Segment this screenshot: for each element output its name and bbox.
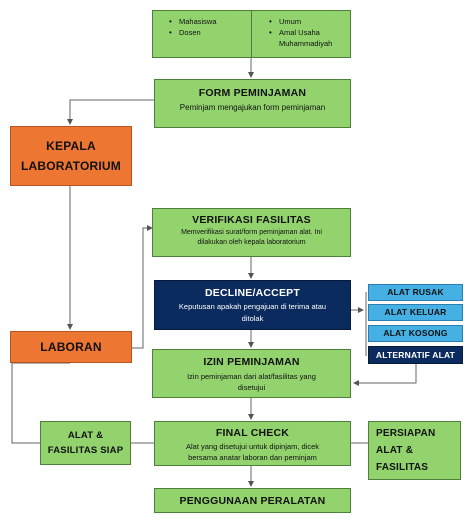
verifikasi-title: VERIFIKASI FASILITAS <box>192 214 311 226</box>
final-check-box: FINAL CHECK Alat yang disetujui untuk di… <box>154 421 351 466</box>
final-check-desc: Alat yang disetujui untuk dipinjam, dice… <box>186 442 319 462</box>
izin-box: IZIN PEMINJAMAN Izin peminjaman dari ala… <box>152 349 351 398</box>
status-alat-kosong: ALAT KOSONG <box>368 325 463 342</box>
laboran-title: LABORAN <box>40 340 102 354</box>
edge-form-to-kepala <box>67 99 154 125</box>
user-item: Dosen <box>169 27 259 38</box>
alat-siap-box: ALAT & FASILITAS SIAP <box>40 421 131 465</box>
persiapan-title: PERSIAPAN ALAT & FASILITAS <box>376 428 436 473</box>
decision-box: DECLINE/ACCEPT Keputusan apakah pengajua… <box>154 280 351 330</box>
form-title: FORM PEMINJAMAN <box>198 87 307 99</box>
izin-title: IZIN PEMINJAMAN <box>203 356 300 368</box>
user-item: Umum <box>269 16 363 27</box>
edge-alternatif-to-izin <box>353 364 417 386</box>
final-check-title: FINAL CHECK <box>215 427 290 439</box>
user-item: Mahasiswa <box>169 16 259 27</box>
users-right-list: Umum Amal Usaha Muhammadiyah <box>265 16 363 49</box>
edge-laboran-to-verifikasi <box>132 225 153 349</box>
decision-title: DECLINE/ACCEPT <box>205 287 300 299</box>
kepala-lab-box: KEPALA LABORATORIUM <box>10 126 132 186</box>
status-alternatif-alat: ALTERNATIF ALAT <box>368 346 463 364</box>
laboran-box: LABORAN <box>10 331 132 363</box>
status-alat-rusak: ALAT RUSAK <box>368 284 463 301</box>
decision-desc: Keputusan apakah pengajuan di terima ata… <box>178 302 327 323</box>
verifikasi-desc: Memverifikasi surat/form peminjaman alat… <box>181 229 322 246</box>
izin-desc: Izin peminjaman dari alat/fasilitas yang… <box>187 372 316 392</box>
users-left-list: Mahasiswa Dosen <box>165 16 259 38</box>
form-desc: Peminjam mengajukan form peminjaman <box>179 103 326 112</box>
penggunaan-box: PENGGUNAAN PERALATAN <box>154 488 351 513</box>
persiapan-box: PERSIAPAN ALAT & FASILITAS <box>368 421 461 480</box>
verifikasi-box: VERIFIKASI FASILITAS Memverifikasi surat… <box>152 208 351 257</box>
alat-siap-title: ALAT & FASILITAS SIAP <box>47 430 124 456</box>
user-item: Amal Usaha Muhammadiyah <box>269 27 363 49</box>
kepala-title: KEPALA LABORATORIUM <box>21 139 121 173</box>
users-box: Mahasiswa Dosen Umum Amal Usaha Muhammad… <box>152 10 351 58</box>
status-alat-keluar: ALAT KELUAR <box>368 304 463 321</box>
edge-laboran-to-alatsiap <box>11 362 70 444</box>
penggunaan-title: PENGGUNAAN PERALATAN <box>179 494 326 507</box>
form-peminjaman-box: FORM PEMINJAMAN Peminjam mengajukan form… <box>154 79 351 128</box>
